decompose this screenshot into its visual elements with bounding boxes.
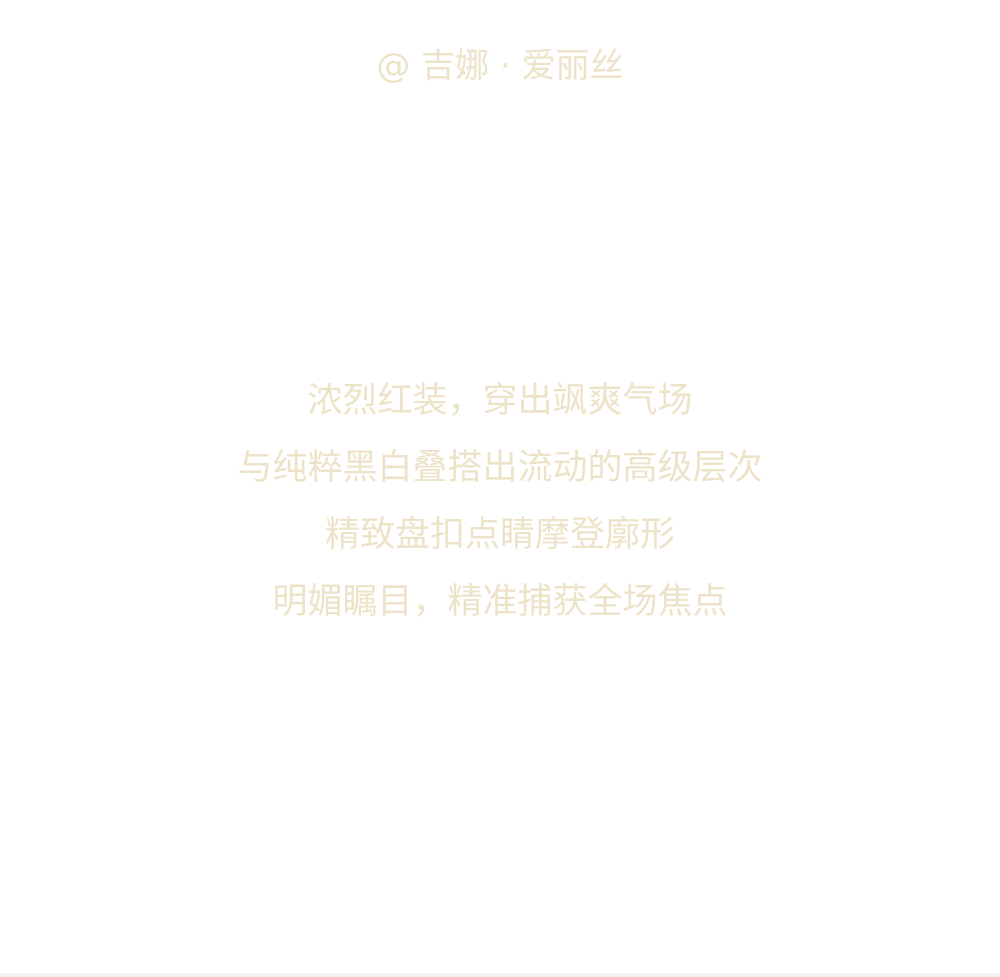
caption-line: 明媚瞩目，精准捕获全场焦点 [272,582,728,622]
caption-line: 与纯粹黑白叠搭出流动的高级层次 [237,448,763,488]
photo-credit: @ 吉娜 · 爱丽丝 [376,46,624,86]
caption-line: 浓烈红装，穿出飒爽气场 [307,381,693,421]
caption-text-block: 浓烈红装，穿出飒爽气场 与纯粹黑白叠搭出流动的高级层次 精致盘扣点睛摩登廓形 明… [0,368,1000,636]
bottom-divider [0,973,1000,977]
caption-line: 精致盘扣点睛摩登廓形 [324,515,675,555]
